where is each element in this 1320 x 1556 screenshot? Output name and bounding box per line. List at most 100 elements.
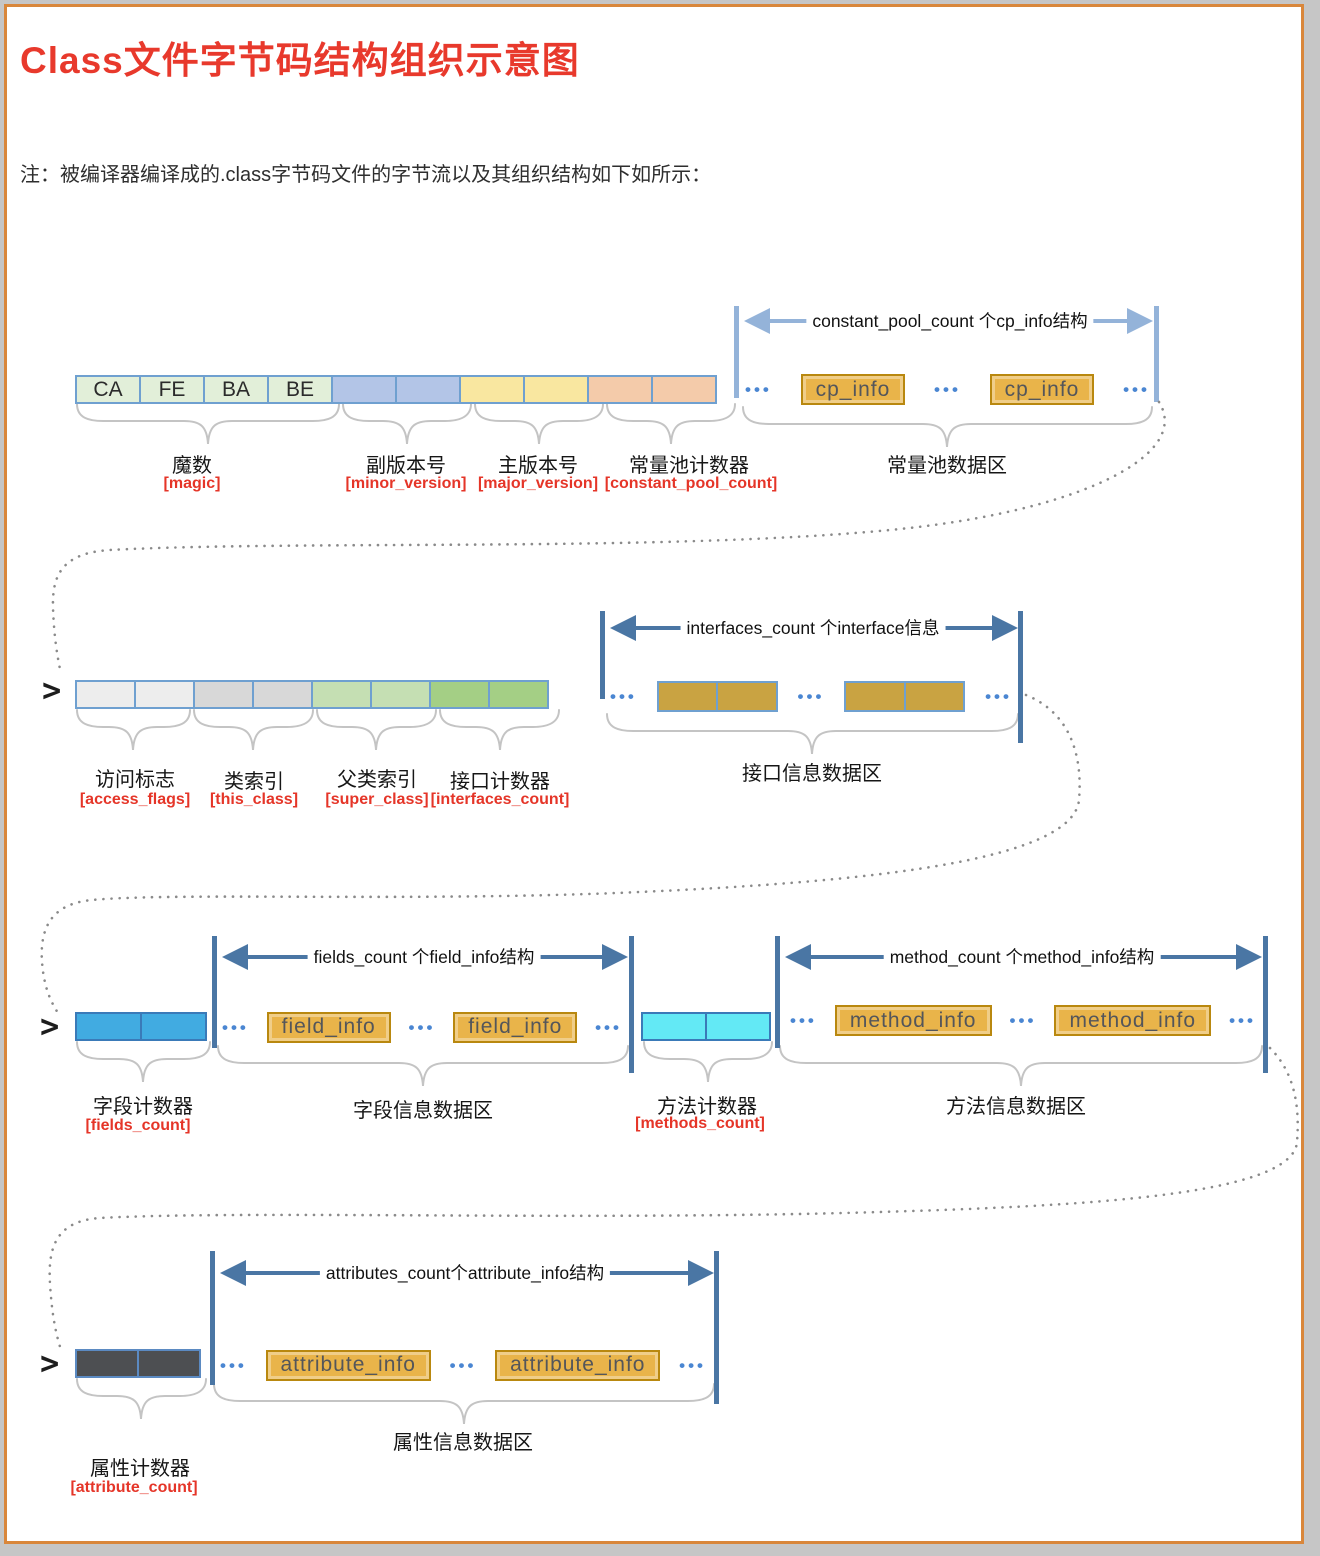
label-super-class: 父类索引: [337, 769, 417, 791]
cp-info-box: cp_info: [989, 374, 1095, 405]
interface-box-cell: [659, 683, 719, 710]
key-fields-count: [fields_count]: [85, 1117, 191, 1134]
byte-cell-attributes-count: [75, 1349, 139, 1378]
row1-byte-strip: CA FE BA BE: [75, 375, 717, 404]
attribute-info-box: attribute_info: [495, 1349, 661, 1381]
byte-cell-interfaces-count: [488, 680, 549, 709]
label-method-data-area: 方法信息数据区: [946, 1096, 1086, 1118]
byte-cell-access-flags: [75, 680, 136, 709]
byte-cell-this-class: [193, 680, 254, 709]
key-minor-version: [minor_version]: [345, 475, 467, 492]
byte-cell-this-class: [252, 680, 313, 709]
interface-box-cell: [846, 683, 906, 710]
byte-cell-access-flags: [134, 680, 195, 709]
field-info-area: ••• field_info ••• field_info •••: [222, 1011, 622, 1043]
key-attributes-count: [attribute_count]: [70, 1479, 198, 1496]
ellipsis-dots: •••: [220, 1355, 247, 1375]
interface-box: [844, 681, 966, 712]
byte-cell-major-version: [459, 375, 525, 404]
method-info-area: ••• method_info ••• method_info •••: [790, 1004, 1256, 1037]
byte-cell-major-version: [523, 375, 589, 404]
ellipsis-dots: •••: [745, 380, 772, 399]
byte-cell-methods-count: [641, 1012, 707, 1041]
interface-box: [656, 681, 778, 712]
interface-area: ••• ••• •••: [610, 681, 1012, 712]
cp-info-box: cp_info: [800, 374, 906, 405]
byte-cell-magic: CA: [75, 375, 141, 404]
byte-cell-magic: BA: [203, 375, 269, 404]
byte-cell-super-class: [370, 680, 431, 709]
field-info-box: field_info: [453, 1011, 578, 1043]
label-major-version: 主版本号: [498, 455, 578, 477]
byte-cell-attributes-count: [137, 1349, 201, 1378]
note-text: 注：被编译器编译成的.class字节码文件的字节流以及其组织结构如下如所示：: [20, 164, 712, 186]
ellipsis-dots: •••: [797, 687, 825, 706]
arrow-label-cp-info: constant_pool_count 个cp_info结构: [806, 308, 1094, 333]
label-interface-data-area: 接口信息数据区: [742, 763, 882, 785]
byte-cell-magic: FE: [139, 375, 205, 404]
label-this-class: 类索引: [224, 771, 284, 793]
byte-cell-fields-count: [75, 1012, 142, 1041]
byte-cell-minor-version: [331, 375, 397, 404]
key-constant-pool-count: [constant_pool_count]: [604, 475, 778, 492]
ellipsis-dots: •••: [595, 1017, 622, 1037]
ellipsis-dots: •••: [679, 1355, 706, 1375]
label-cp-data-area: 常量池数据区: [887, 455, 1007, 477]
label-magic: 魔数: [172, 455, 212, 477]
ellipsis-dots: •••: [985, 687, 1012, 706]
ellipsis-dots: •••: [408, 1017, 436, 1037]
entry-chevron: >: [42, 671, 62, 709]
byte-cell-magic: BE: [267, 375, 333, 404]
ellipsis-dots: •••: [1229, 1011, 1256, 1030]
key-access-flags: [access_flags]: [79, 791, 191, 808]
label-constant-pool-count: 常量池计数器: [629, 455, 749, 477]
ellipsis-dots: •••: [1123, 380, 1150, 399]
ellipsis-dots: •••: [222, 1017, 249, 1037]
arrow-label-attributes: attributes_count个attribute_info结构: [319, 1260, 611, 1285]
interface-box-cell: [906, 683, 964, 710]
label-attribute-data-area: 属性信息数据区: [393, 1432, 533, 1454]
arrow-label-methods: method_count 个method_info结构: [883, 944, 1161, 969]
page-frame: [4, 4, 1304, 1544]
key-this-class: [this_class]: [209, 791, 299, 808]
byte-cell-constant-pool-count: [587, 375, 653, 404]
key-interfaces-count: [interfaces_count]: [430, 791, 570, 808]
key-major-version: [major_version]: [477, 475, 599, 492]
byte-cell-minor-version: [395, 375, 461, 404]
arrow-label-interfaces: interfaces_count 个interface信息: [680, 615, 946, 640]
arrow-label-fields: fields_count 个field_info结构: [307, 944, 541, 969]
label-field-data-area: 字段信息数据区: [353, 1100, 493, 1122]
method-info-box: method_info: [834, 1005, 992, 1036]
ellipsis-dots: •••: [1009, 1011, 1037, 1030]
byte-cell-fields-count: [140, 1012, 207, 1041]
field-info-box: field_info: [266, 1011, 391, 1043]
cp-info-area: ••• cp_info ••• cp_info •••: [745, 373, 1150, 406]
key-methods-count: [methods_count]: [635, 1115, 765, 1132]
fields-count-strip: [75, 1012, 207, 1041]
entry-chevron: >: [40, 1007, 60, 1045]
label-attributes-count: 属性计数器: [90, 1458, 190, 1480]
method-info-box: method_info: [1054, 1005, 1212, 1036]
byte-cell-constant-pool-count: [651, 375, 717, 404]
byte-cell-methods-count: [705, 1012, 771, 1041]
label-minor-version: 副版本号: [366, 455, 446, 477]
page-title: Class文件字节码结构组织示意图: [20, 40, 580, 81]
ellipsis-dots: •••: [610, 687, 637, 706]
methods-count-strip: [641, 1012, 771, 1041]
label-fields-count: 字段计数器: [93, 1096, 193, 1118]
ellipsis-dots: •••: [449, 1355, 477, 1375]
byte-cell-super-class: [311, 680, 372, 709]
attributes-count-strip: [75, 1349, 201, 1378]
key-magic: [magic]: [163, 475, 221, 492]
row2-byte-strip: [75, 680, 549, 709]
interface-box-cell: [718, 683, 776, 710]
label-interfaces-count: 接口计数器: [450, 771, 550, 793]
attribute-info-area: ••• attribute_info ••• attribute_info ••…: [220, 1347, 706, 1383]
ellipsis-dots: •••: [934, 380, 961, 399]
key-super-class: [super_class]: [325, 791, 429, 808]
entry-chevron: >: [40, 1344, 60, 1382]
attribute-info-box: attribute_info: [265, 1349, 431, 1381]
ellipsis-dots: •••: [790, 1011, 817, 1030]
label-access-flags: 访问标志: [95, 769, 175, 791]
